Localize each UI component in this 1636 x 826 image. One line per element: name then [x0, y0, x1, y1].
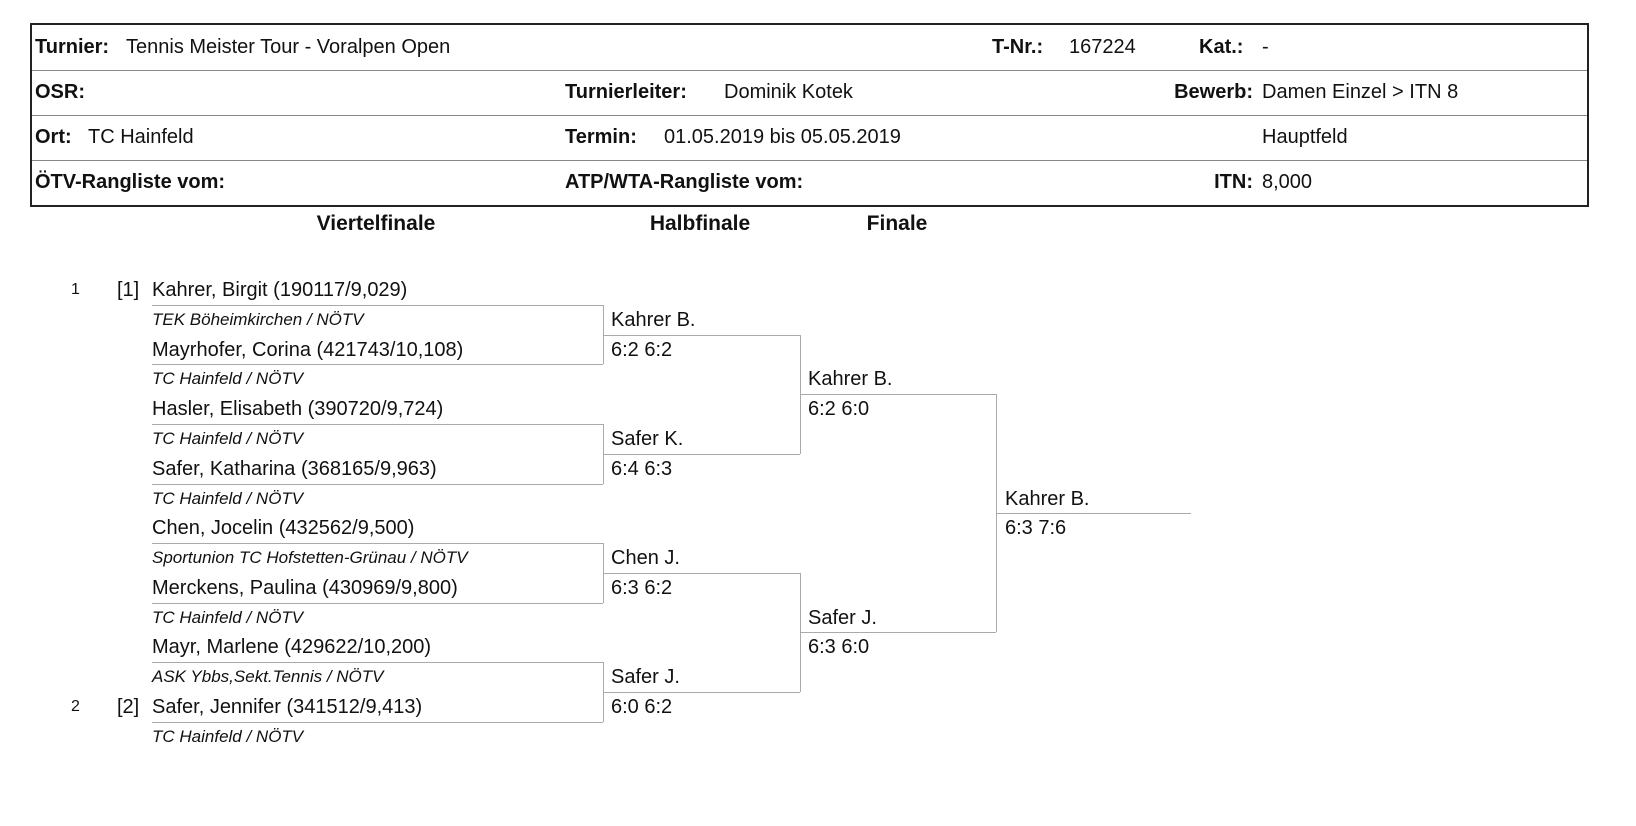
player-club: TC Hainfeld / NÖTV — [152, 608, 304, 627]
player-club: TEK Böheimkirchen / NÖTV — [152, 310, 364, 329]
qf-winner: Safer K. — [611, 428, 684, 450]
player-name: Safer, Katharina (368165/9,963) — [152, 458, 437, 480]
atp-label: ATP/WTA-Rangliste vom: — [565, 171, 804, 193]
bracket-line — [603, 692, 800, 693]
leiter-value: Dominik Kotek — [724, 81, 853, 103]
round-semifinal: Halbfinale — [649, 212, 751, 235]
bracket-line — [152, 484, 603, 485]
bracket-line — [152, 543, 603, 544]
seed: [1] — [117, 279, 140, 301]
kat-value: - — [1262, 36, 1269, 58]
qf-winner: Safer J. — [611, 666, 680, 688]
oetv-label: ÖTV-Rangliste vom: — [35, 171, 226, 193]
qf-score: 6:4 6:3 — [611, 458, 673, 480]
leiter-label: Turnierleiter: — [565, 81, 687, 103]
player-name: Safer, Jennifer (341512/9,413) — [152, 696, 423, 718]
qf-score: 6:3 6:2 — [611, 577, 673, 599]
bracket-line — [152, 424, 603, 425]
player-club: Sportunion TC Hofstetten-Grünau / NÖTV — [152, 548, 468, 567]
bracket-line — [603, 454, 800, 455]
bracket-line — [800, 632, 996, 633]
bracket-line — [603, 573, 800, 574]
bracket-line — [152, 662, 603, 663]
turnier-label: Turnier: — [35, 36, 110, 58]
termin-value: 01.05.2019 bis 05.05.2019 — [664, 126, 901, 148]
bewerb-label: Bewerb: — [1174, 81, 1253, 103]
sf-winner: Kahrer B. — [808, 368, 893, 390]
bracket-line — [996, 513, 1191, 514]
bracket-line — [603, 305, 604, 364]
qf-winner: Kahrer B. — [611, 309, 696, 331]
info-row-ort: Ort: TC Hainfeld Termin: 01.05.2019 bis … — [32, 115, 1587, 161]
turnier-value: Tennis Meister Tour - Voralpen Open — [126, 36, 451, 58]
player-name: Merckens, Paulina (430969/9,800) — [152, 577, 458, 599]
bracket-line — [152, 722, 603, 723]
player-club: TC Hainfeld / NÖTV — [152, 727, 304, 746]
round-final: Finale — [866, 212, 928, 235]
qf-score: 6:2 6:2 — [611, 339, 673, 361]
tnr-label: T-Nr.: — [992, 36, 1044, 58]
qf-score: 6:0 6:2 — [611, 696, 673, 718]
info-row-osr: OSR: Turnierleiter: Dominik Kotek Bewerb… — [32, 70, 1587, 116]
round-quarterfinal: Viertelfinale — [316, 212, 436, 235]
player-name: Mayrhofer, Corina (421743/10,108) — [152, 339, 464, 361]
qf-winner: Chen J. — [611, 547, 680, 569]
ort-value: TC Hainfeld — [88, 126, 194, 148]
sf-score: 6:2 6:0 — [808, 398, 870, 420]
itn-value: 8,000 — [1262, 171, 1313, 193]
player-club: TC Hainfeld / NÖTV — [152, 429, 304, 448]
seed: [2] — [117, 696, 140, 718]
tnr-value: 167224 — [1069, 36, 1136, 58]
sf-winner: Safer J. — [808, 607, 877, 629]
final-score: 6:3 7:6 — [1005, 517, 1067, 539]
bracket-line — [152, 305, 603, 306]
ort-label: Ort: — [35, 126, 72, 148]
draw-position: 1 — [71, 281, 80, 298]
player-club: TC Hainfeld / NÖTV — [152, 369, 304, 388]
kat-label: Kat.: — [1199, 36, 1244, 58]
player-name: Hasler, Elisabeth (390720/9,724) — [152, 398, 444, 420]
bracket-line — [603, 335, 800, 336]
champion-name: Kahrer B. — [1005, 488, 1090, 510]
feld-value: Hauptfeld — [1262, 126, 1348, 148]
draw-position: 2 — [71, 698, 80, 715]
bracket-line — [152, 603, 603, 604]
tournament-info-table: Turnier: Tennis Meister Tour - Voralpen … — [30, 23, 1589, 207]
osr-label: OSR: — [35, 81, 85, 103]
sf-score: 6:3 6:0 — [808, 636, 870, 658]
player-name: Mayr, Marlene (429622/10,200) — [152, 636, 432, 658]
info-row-tournament: Turnier: Tennis Meister Tour - Voralpen … — [32, 25, 1587, 71]
player-name: Kahrer, Birgit (190117/9,029) — [152, 279, 408, 301]
player-name: Chen, Jocelin (432562/9,500) — [152, 517, 415, 539]
termin-label: Termin: — [565, 126, 637, 148]
bracket-line — [152, 364, 603, 365]
info-row-ranking: ÖTV-Rangliste vom: ATP/WTA-Rangliste vom… — [32, 160, 1587, 205]
player-club: ASK Ybbs,Sekt.Tennis / NÖTV — [152, 667, 384, 686]
itn-label: ITN: — [1214, 171, 1253, 193]
player-club: TC Hainfeld / NÖTV — [152, 489, 304, 508]
bracket-line — [800, 394, 996, 395]
bewerb-value: Damen Einzel > ITN 8 — [1262, 81, 1459, 103]
